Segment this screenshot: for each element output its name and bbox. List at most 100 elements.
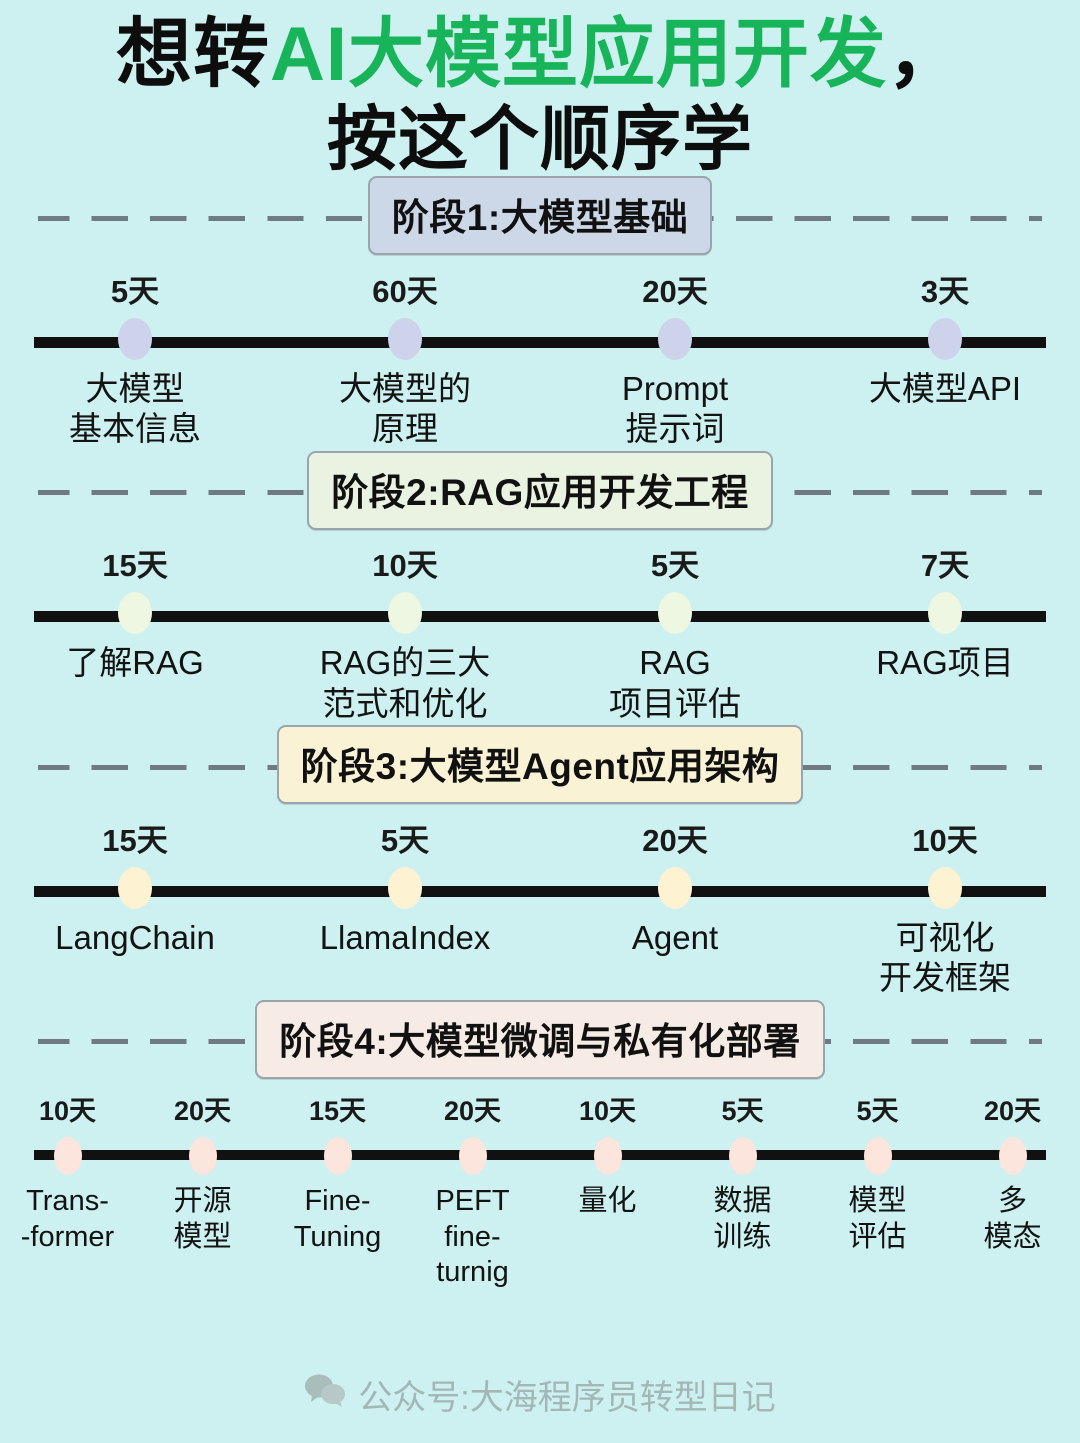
timeline-item[interactable]: 5天大模型 基本信息 [0, 271, 270, 450]
timeline-milestone-dot [118, 592, 152, 635]
timeline-item[interactable]: 10天量化 [540, 1090, 675, 1290]
timeline-item-duration: 10天 [578, 1096, 637, 1127]
timeline-item[interactable]: 15天了解RAG [0, 545, 270, 724]
timeline-item-label: 数据 训练 [713, 1185, 772, 1253]
timeline-item-label: 大模型的 原理 [339, 369, 471, 448]
timeline-items: 15天了解RAG 10天 RAG的三大 范式和优化 5天 RAG 项目评估 7天 RAG项目 [0, 545, 1080, 724]
timeline-item[interactable]: 5天 LlamaIndex [270, 820, 540, 999]
wechat-icon [304, 1373, 346, 1416]
timeline-item-label: Prompt 提示词 [621, 369, 729, 448]
watermark-text: 公众号:大海程序员转型日记 [358, 1379, 776, 1417]
timeline-item-duration: 5天 [380, 822, 430, 858]
timeline-item-duration: 10天 [38, 1096, 97, 1127]
timeline-item-duration: 20天 [443, 1096, 502, 1127]
timeline-item-duration: 5天 [110, 273, 160, 309]
timeline-item[interactable]: 20天开源 模型 [135, 1090, 270, 1290]
timeline-item[interactable]: 20天 PEFT fine- turnig [405, 1090, 540, 1290]
timeline-item-duration: 20天 [173, 1096, 232, 1127]
timeline-item-label: LlamaIndex [319, 918, 491, 956]
timeline-item[interactable]: 60天大模型的 原理 [270, 271, 540, 450]
timeline-item[interactable]: 5天数据 训练 [675, 1090, 810, 1290]
timeline-item[interactable]: 3天大模型API [810, 271, 1080, 450]
timeline-item-label: RAG项目 [876, 644, 1014, 682]
timeline-item[interactable]: 10天可视化 开发框架 [810, 820, 1080, 999]
timeline-item-duration: 60天 [372, 273, 438, 309]
timeline-item-duration: 20天 [983, 1096, 1042, 1127]
timeline-item-label: 多 模态 [983, 1185, 1042, 1253]
timeline-milestone-dot [458, 1137, 487, 1176]
timeline-item[interactable]: 20天多 模态 [945, 1090, 1080, 1290]
timeline-item[interactable]: 5天模型 评估 [810, 1090, 945, 1290]
timeline-item[interactable]: 5天 RAG 项目评估 [540, 545, 810, 724]
timeline-item-label: 大模型 基本信息 [69, 369, 201, 448]
timeline-item-label: 量化 [578, 1185, 637, 1218]
timeline-item[interactable]: 10天 RAG的三大 范式和优化 [270, 545, 540, 724]
stage-title-chip[interactable]: 阶段3:大模型Agent应用架构 [276, 725, 804, 805]
timeline-milestone-dot [863, 1137, 892, 1176]
title-line-2: 按这个顺序学 [327, 99, 753, 178]
timeline-milestone-dot [658, 866, 692, 909]
timeline-item-label: 开源 模型 [173, 1185, 232, 1253]
timeline-track [34, 611, 1046, 623]
stage-timeline: 15天了解RAG 10天 RAG的三大 范式和优化 5天 RAG 项目评估 7天 RAG项目 [0, 545, 1080, 724]
timeline-milestone-dot [118, 317, 152, 360]
timeline-item-label: PEFT fine- turnig [435, 1185, 510, 1289]
timeline-milestone-dot [928, 866, 962, 909]
timeline-milestone-dot [388, 317, 422, 360]
timeline-item-duration: 20天 [642, 822, 708, 858]
timeline-milestone-dot [53, 1137, 82, 1176]
stage-section: 阶段2:RAG应用开发工程 15天了解RAG 10天 RAG的三大 范式和优化 5天 RA… [0, 449, 1080, 724]
timeline-item-duration: 10天 [372, 548, 438, 584]
timeline-milestone-dot [658, 317, 692, 360]
timeline-milestone-dot [928, 317, 962, 360]
timeline-item-duration: 15天 [102, 822, 168, 858]
timeline-track [34, 336, 1046, 348]
timeline-item-duration: 5天 [650, 548, 700, 584]
watermark: 公众号:大海程序员转型日记 [0, 1370, 1080, 1419]
timeline-milestone-dot [323, 1137, 352, 1176]
stage-header: 阶段4:大模型微调与私有化部署 [0, 998, 1080, 1080]
timeline-track [34, 1150, 1046, 1161]
title-suffix: ， [887, 12, 964, 97]
timeline-item-duration: 15天 [102, 548, 168, 584]
stage-header: 阶段2:RAG应用开发工程 [0, 449, 1080, 531]
timeline-item-duration: 20天 [642, 273, 708, 309]
timeline-item-label: 大模型API [868, 369, 1022, 407]
timeline-item[interactable]: 20天 Prompt 提示词 [540, 271, 810, 450]
timeline-item-duration: 5天 [856, 1096, 899, 1127]
stage-title-chip[interactable]: 阶段2:RAG应用开发工程 [307, 450, 773, 530]
timeline-track [34, 885, 1046, 897]
timeline-item-label: RAG 项目评估 [609, 644, 741, 722]
timeline-item-duration: 7天 [920, 548, 970, 584]
timeline-milestone-dot [188, 1137, 217, 1176]
timeline-item-label: 了解RAG [66, 644, 204, 682]
timeline-milestone-dot [118, 866, 152, 909]
stage-title-chip[interactable]: 阶段4:大模型微调与私有化部署 [255, 999, 825, 1079]
timeline-item-duration: 5天 [721, 1096, 764, 1127]
title-line-1: 想转AI大模型应用开发， [0, 16, 1080, 94]
title-prefix: 想转 [116, 12, 270, 97]
timeline-item-duration: 10天 [912, 822, 978, 858]
timeline-milestone-dot [928, 592, 962, 635]
title-highlight: AI大模型应用开发 [270, 12, 887, 97]
timeline-milestone-dot [998, 1137, 1027, 1176]
timeline-item[interactable]: 7天 RAG项目 [810, 545, 1080, 724]
stage-header: 阶段1:大模型基础 [0, 175, 1080, 257]
timeline-item-label: 模型 评估 [848, 1185, 907, 1253]
stage-title-chip[interactable]: 阶段1:大模型基础 [367, 176, 713, 256]
timeline-milestone-dot [388, 592, 422, 635]
timeline-item-label: RAG的三大 范式和优化 [319, 644, 491, 722]
timeline-milestone-dot [593, 1137, 622, 1176]
